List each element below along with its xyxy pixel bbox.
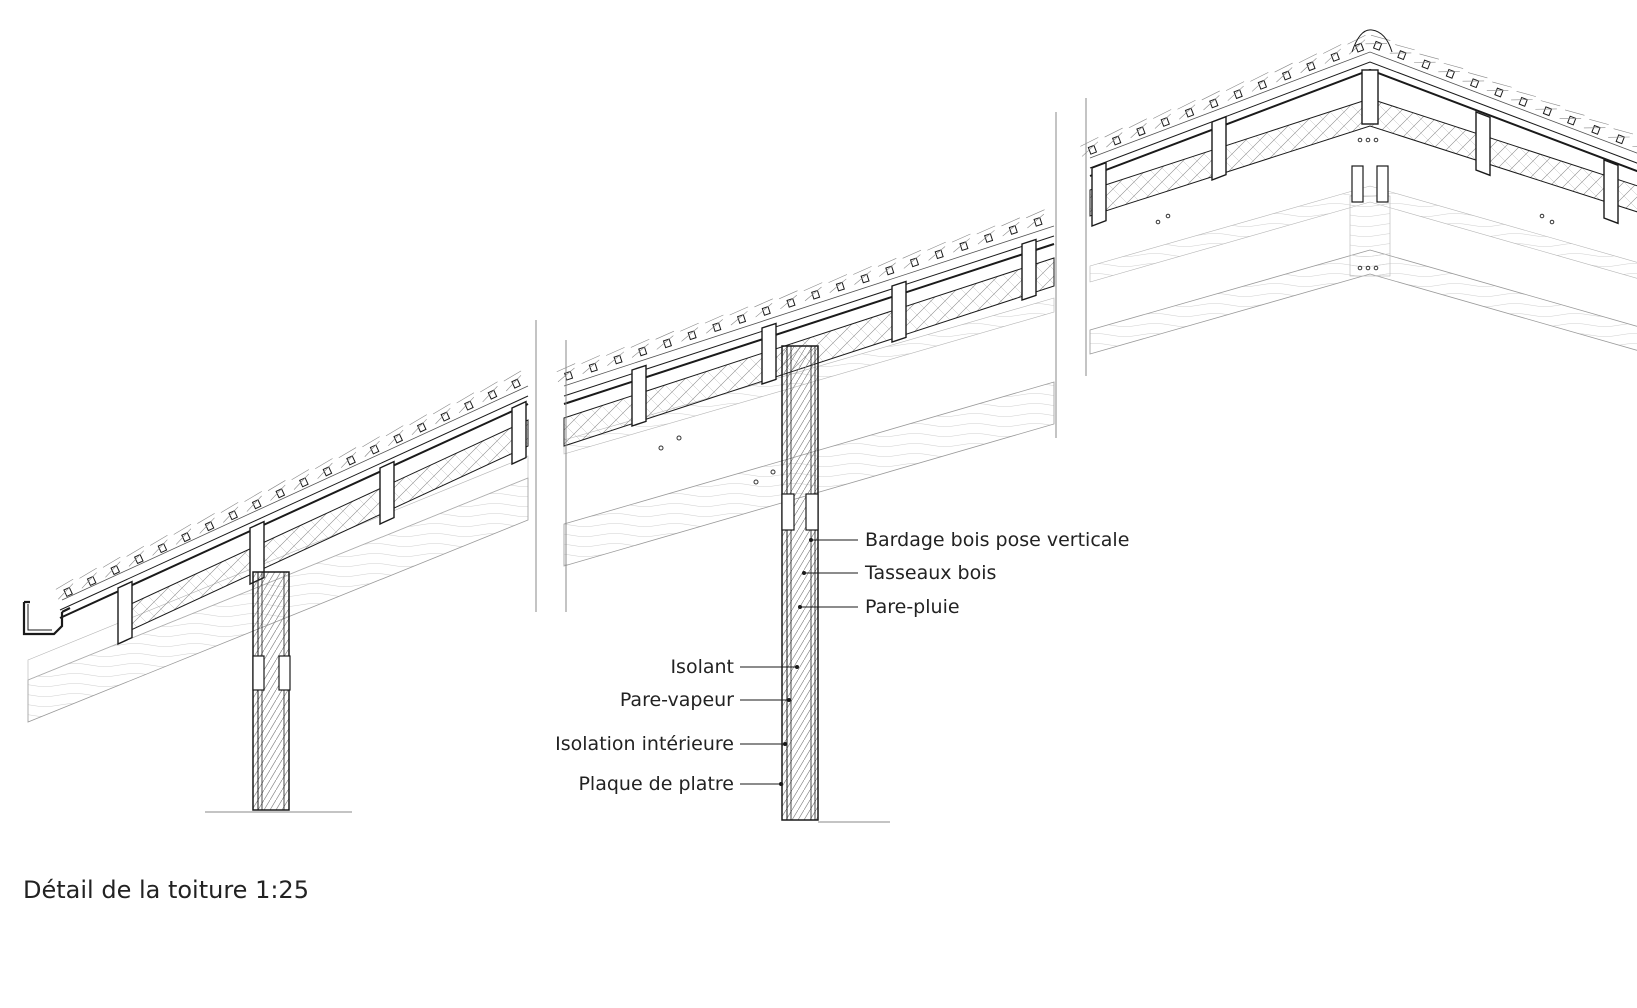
eave-wall [252, 571, 290, 811]
eave-section [22, 320, 537, 813]
ridge-cap-icon [1351, 29, 1393, 53]
label-leaders [740, 538, 858, 786]
label-pare-vapeur: Pare-vapeur [619, 689, 734, 711]
ridge-section [1080, 29, 1637, 376]
eave-tiles [55, 370, 522, 600]
eave-rafters [117, 400, 527, 646]
label-tasseaux: Tasseaux bois [865, 562, 997, 584]
label-isolant: Isolant [670, 656, 734, 678]
label-isolation-interieure: Isolation intérieure [555, 733, 734, 755]
label-plaque-de-platre: Plaque de platre [578, 773, 734, 795]
mid-section [556, 112, 1057, 823]
mid-rafters [631, 238, 1037, 427]
eave-rafter-band [27, 455, 529, 681]
label-pare-pluie: Pare-pluie [865, 596, 960, 618]
ridge-tiles [1080, 34, 1637, 157]
label-bardage: Bardage bois pose verticale [865, 529, 1130, 551]
drawing-caption: Détail de la toiture 1:25 [23, 876, 309, 904]
gutter-icon [22, 600, 71, 636]
mid-wall [781, 345, 819, 821]
ridge-rafters [1091, 110, 1619, 228]
